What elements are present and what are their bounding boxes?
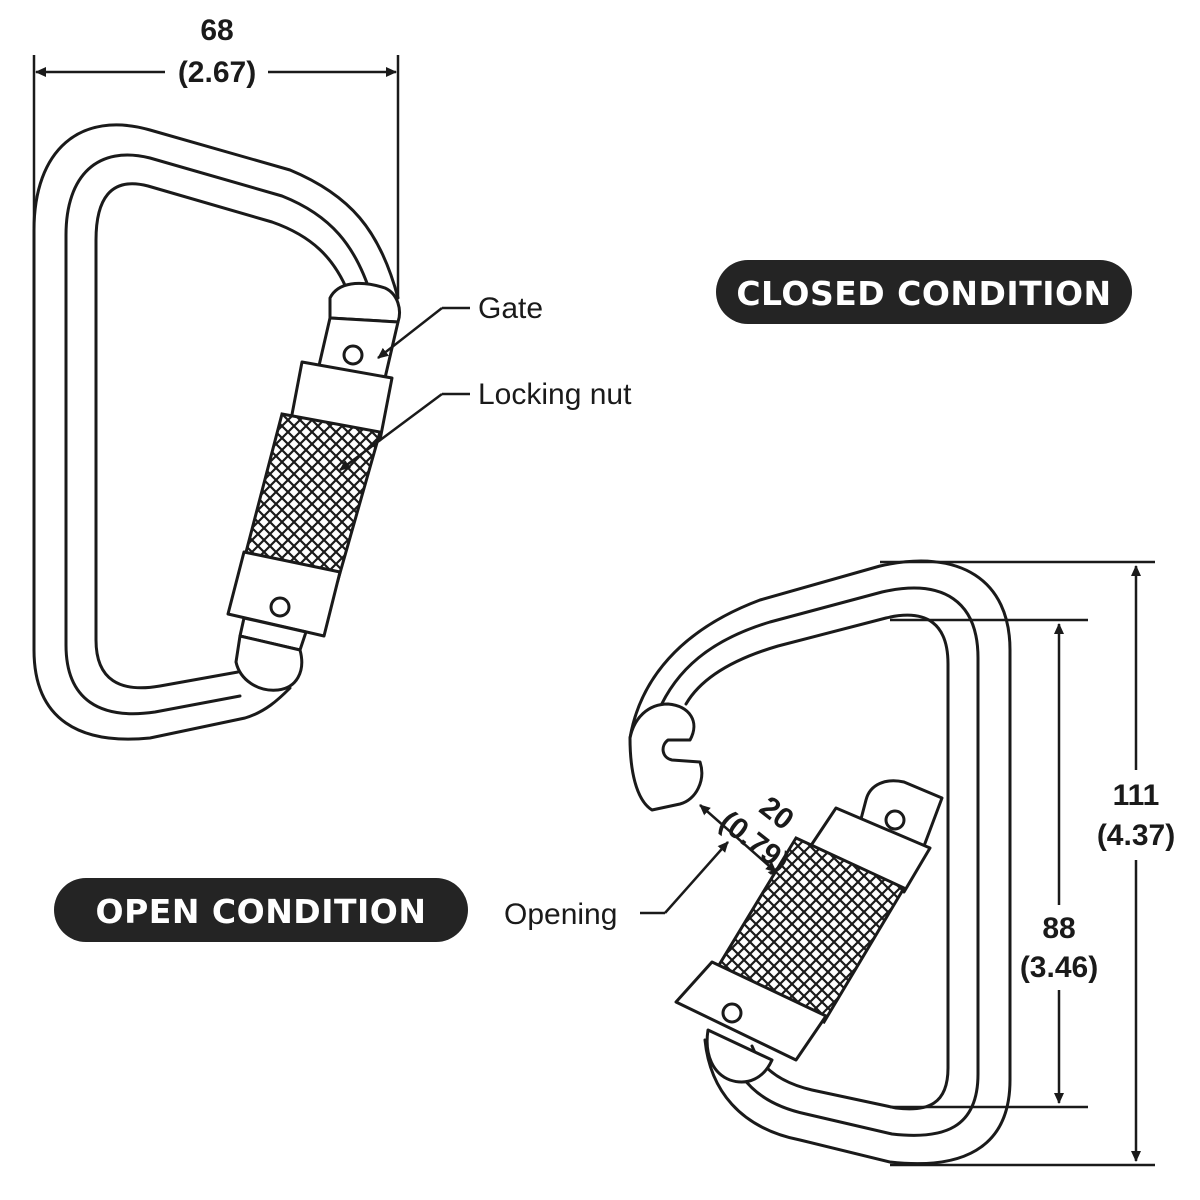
closed-carabiner: 68 (2.67) Gate Locking nut (32, 14, 632, 741)
open-gate-heel (705, 1028, 774, 1084)
open-body-outer (628, 559, 1012, 1166)
open-nose (628, 702, 704, 812)
dim-inner-mm: 88 (1042, 912, 1075, 945)
closed-gate-heel (234, 634, 304, 692)
dim-inner-in: (3.46) (1020, 951, 1098, 984)
closed-condition-badge: CLOSED CONDITION (716, 260, 1132, 324)
closed-gate-pin-bottom (269, 596, 291, 618)
opening-leader-diag (664, 841, 729, 914)
open-gate-pin-top (884, 809, 906, 831)
open-nut-knurl (713, 836, 907, 1024)
closed-nut-lower (226, 550, 342, 638)
open-nut-upper (806, 806, 932, 894)
gate-leader-diag (377, 307, 443, 359)
open-carabiner: 20 (0.79) Opening 111 (4.37) 88 (3.46) (504, 559, 1175, 1167)
dim-width-mm: 68 (200, 14, 233, 47)
opening-label: Opening (504, 898, 617, 931)
dim-opening-arrow (699, 804, 777, 873)
locking-nut-leader-diag (339, 392, 443, 472)
closed-body-outer (32, 123, 400, 741)
dim-total-mm: 111 (1113, 779, 1160, 812)
open-condition-label: OPEN CONDITION (96, 892, 427, 931)
open-nut-lower (674, 960, 828, 1062)
closed-body-mid (64, 153, 374, 716)
open-condition-badge: OPEN CONDITION (54, 878, 468, 942)
gate-label: Gate (478, 292, 543, 325)
closed-condition-label: CLOSED CONDITION (736, 274, 1111, 313)
open-body-mid (656, 586, 980, 1137)
dim-total-in: (4.37) (1097, 819, 1175, 852)
open-body-inner (684, 613, 950, 1111)
closed-gate-pin-top (342, 344, 364, 366)
closed-gate-nose (328, 281, 401, 324)
closed-body-inner (94, 182, 350, 690)
locking-nut-label: Locking nut (478, 378, 632, 411)
open-gate-pin-bottom (721, 1002, 743, 1024)
dim-width-in: (2.67) (178, 56, 256, 89)
